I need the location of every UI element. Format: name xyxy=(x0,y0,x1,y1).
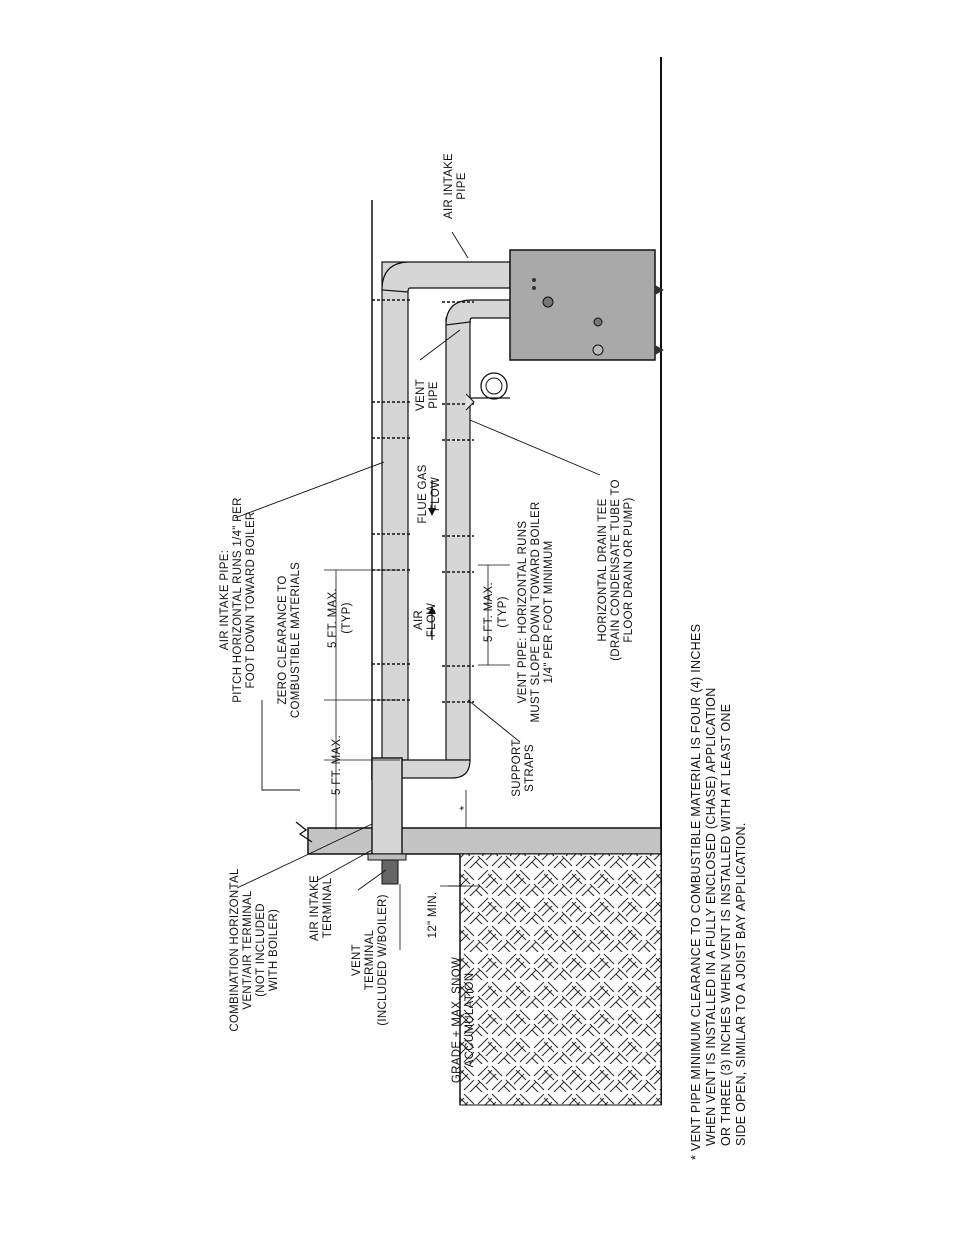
label-air-flow: AIRFLOW xyxy=(413,603,438,637)
terminal-flange xyxy=(367,853,407,861)
label-support-straps: SUPPORTSTRAPS xyxy=(511,739,536,796)
label-vent-terminal: VENTTERMINAL(INCLUDED W/BOILER) xyxy=(351,894,389,1026)
support-strap xyxy=(372,663,474,667)
horizontal-drain-tee xyxy=(465,372,510,411)
label-zero-clearance: ZERO CLEARANCE TOCOMBUSTIBLE MATERIALS xyxy=(277,562,302,718)
label-air-intake-terminal: AIR INTAKETERMINAL xyxy=(309,875,334,941)
support-strap xyxy=(372,437,474,441)
support-strap xyxy=(372,299,474,303)
soil-grade xyxy=(459,853,662,1106)
label-asterisk: * xyxy=(459,805,471,810)
label-vent-pipe-slope: VENT PIPE: HORIZONTAL RUNSMUST SLOPE DOW… xyxy=(517,501,555,722)
leader-lines xyxy=(234,231,601,891)
support-strap xyxy=(372,533,474,537)
air-intake-pipe xyxy=(381,261,511,761)
label-vent-pipe: VENTPIPE xyxy=(415,379,440,411)
label-five-ft-max: 5 FT. MAX. xyxy=(331,735,343,795)
label-combination-terminal: COMBINATION HORIZONTALVENT/AIR TERMINAL(… xyxy=(229,868,280,1032)
exterior-wall xyxy=(307,827,662,855)
label-horizontal-drain-tee: HORIZONTAL DRAIN TEE(DRAIN CONDENSATE TU… xyxy=(597,479,635,661)
vent-terminal xyxy=(381,859,399,885)
label-twelve-min: 12" MIN. xyxy=(427,892,439,939)
wall-break-mark xyxy=(295,821,313,843)
label-flue-gas-flow: FLUE GASFLOW xyxy=(417,464,442,523)
boiler xyxy=(509,249,664,361)
footnote: * VENT PIPE MINIMUM CLEARANCE TO COMBUST… xyxy=(689,624,748,1160)
label-five-ft-typ-upper: 5 FT. MAX.(TYP) xyxy=(327,588,353,648)
label-five-ft-typ-lower: 5 FT. MAX.(TYP) xyxy=(483,582,509,642)
label-air-intake-pipe-top: AIR INTAKEPIPE xyxy=(443,153,468,219)
annotation-labels: AIR INTAKEPIPE VENTPIPE FLUE GASFLOW AIRFLO… xyxy=(219,153,748,1160)
flue-gas-flow-arrowhead xyxy=(428,508,436,516)
label-air-intake-pitch: AIR INTAKE PIPE:PITCH HORIZONTAL RUNS 1/… xyxy=(219,497,257,702)
vent-pipe xyxy=(399,299,511,779)
label-grade-snow: GRADE + MAX. SNOWACCUMULATION xyxy=(451,957,476,1083)
air-flow-arrowhead xyxy=(428,606,436,614)
combination-terminal-body xyxy=(371,757,403,855)
